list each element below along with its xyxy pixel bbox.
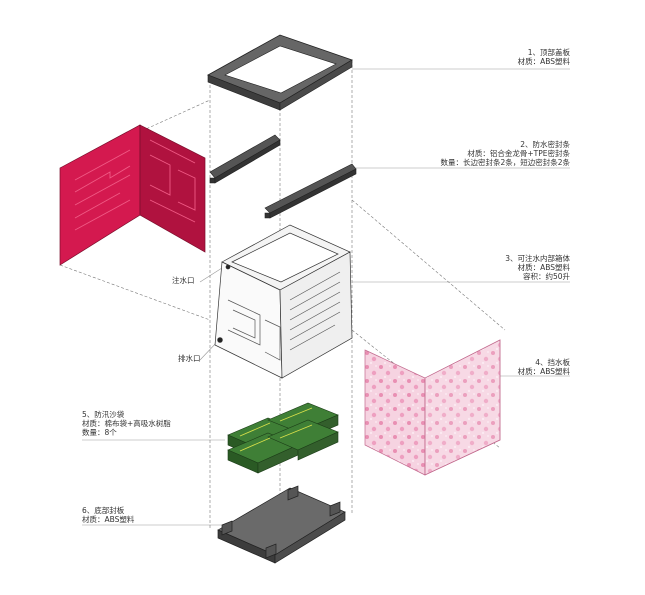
bottom-plate-label: 6、底部封板 材质：ABS塑料 [82,506,192,524]
sandbag-label: 5、防汛沙袋 材质：棉布袋+高吸水树脂 数量：8个 [82,410,212,437]
seal-strips-part [209,134,357,219]
leader-lines [82,68,570,526]
top-cover-label: 1、顶部盖板 材质：ABS塑料 [470,48,570,66]
sandbag-quantity: 数量：8个 [82,428,117,437]
water-board-title: 4、挡水板 [535,358,570,367]
sandbag-material: 材质：棉布袋+高吸水树脂 [82,419,171,428]
seal-material: 材质：铝合金龙骨+TPE密封条 [467,149,570,158]
seal-quantity: 数量：长边密封条2条，短边密封条2条 [440,158,570,167]
bottom-plate-material: 材质：ABS塑料 [82,515,135,524]
water-board-part [364,339,501,476]
inner-box-title: 3、可注水内部箱体 [505,254,570,263]
inner-box-label: 3、可注水内部箱体 材质：ABS塑料 容积：约50升 [450,254,570,281]
seal-title: 2、防水密封条 [520,140,570,149]
water-board-material: 材质：ABS塑料 [517,367,570,376]
red-side-panel [59,124,206,266]
top-cover-material: 材质：ABS塑料 [517,57,570,66]
sandbag-title: 5、防汛沙袋 [82,410,125,419]
water-board-label: 4、挡水板 材质：ABS塑料 [490,358,570,376]
bottom-plate-title: 6、底部封板 [82,506,125,515]
bottom-plate-part [217,485,346,564]
inner-box-material: 材质：ABS塑料 [517,263,570,272]
seal-label: 2、防水密封条 材质：铝合金龙骨+TPE密封条 数量：长边密封条2条，短边密封条… [410,140,570,167]
outlet-label: 排水口 [178,354,201,363]
inner-box-capacity: 容积：约50升 [522,272,570,281]
inlet-label: 注水口 [172,276,195,285]
inner-box-part [214,224,353,379]
top-cover-title: 1、顶部盖板 [527,48,570,57]
top-cover-part [207,34,353,111]
sandbags-part [227,402,339,474]
